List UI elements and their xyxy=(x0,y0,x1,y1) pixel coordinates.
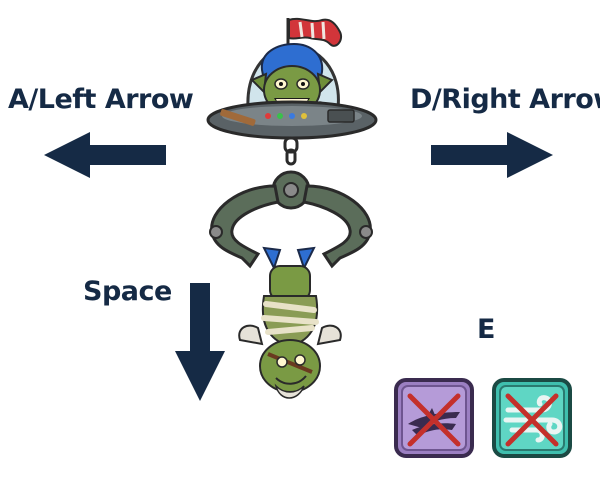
flag-icon xyxy=(286,17,342,68)
ability-key-label: E xyxy=(477,314,495,345)
arrow-down-icon xyxy=(175,283,225,401)
mummy-goblin-icon xyxy=(238,246,342,399)
ability-wind-disabled xyxy=(492,378,572,458)
claw-icon xyxy=(209,170,373,269)
ufo-claw-character xyxy=(206,17,378,399)
move-left-label: A/Left Arrow xyxy=(8,84,194,115)
ability-dash-disabled xyxy=(394,378,474,458)
wind-disabled-icon xyxy=(503,393,563,447)
arrow-left-icon xyxy=(44,132,166,178)
move-right-label: D/Right Arrow xyxy=(410,84,600,115)
dash-disabled-icon xyxy=(407,393,461,447)
arrow-right-icon xyxy=(431,132,553,178)
drop-label: Space xyxy=(83,276,172,307)
